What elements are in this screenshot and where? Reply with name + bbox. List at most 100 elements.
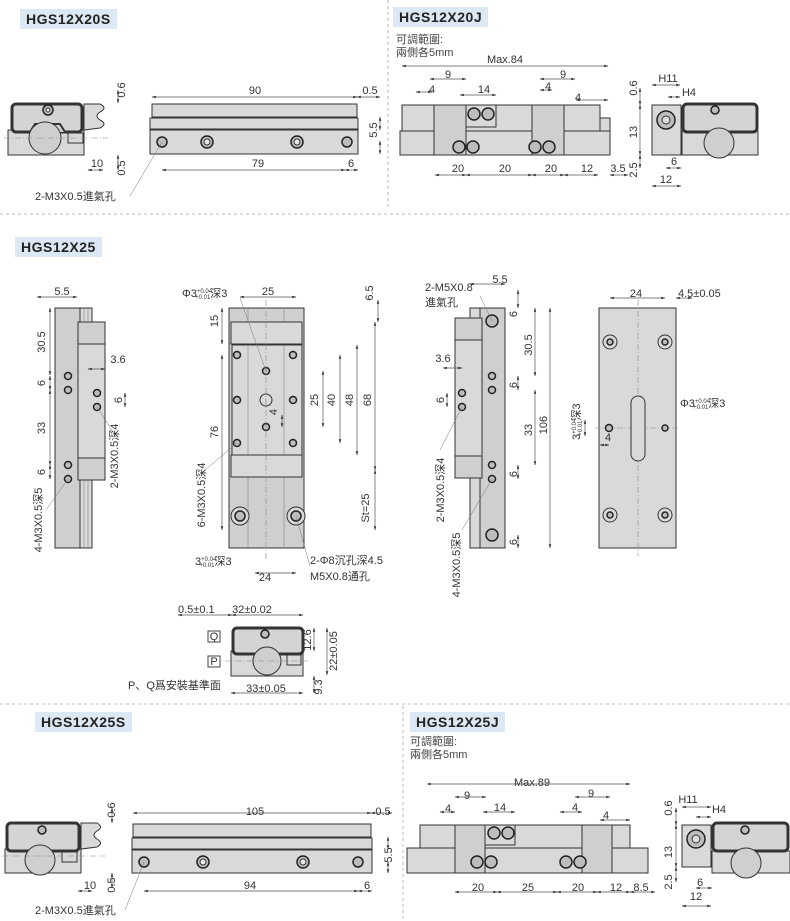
dimension-label: 106 [538, 416, 550, 434]
tolerance-size: Φ3 [182, 288, 197, 300]
hgs12x20s-side-view [129, 103, 359, 197]
dimension-label: 10 [91, 158, 103, 170]
title-hgs12x25s: HGS12X25S [35, 712, 132, 732]
dimension-label: 20 [499, 163, 511, 175]
dimension-label: 8.5 [633, 882, 648, 894]
hgs12x25-end-detail [225, 626, 310, 677]
tolerance-size: 3 [571, 434, 583, 440]
dimension-label: 4 [545, 81, 551, 93]
dimension-label: 33 [523, 424, 535, 436]
tolerance-tol-lower: +0.01 [195, 295, 211, 301]
adjust-range-note-25j: 可調範圍: 兩側各5mm [410, 736, 467, 762]
dimension-label: 0.5 [375, 806, 390, 818]
tolerance-callout: 3+0.04+0.01深3 [570, 403, 584, 440]
dimension-label: 0.5±0.1 [178, 604, 215, 616]
hgs12x25j-end-view [681, 821, 790, 879]
dimension-label: 9 [464, 790, 470, 802]
dimension-label: 4 [605, 432, 611, 444]
tolerance-depth: 深3 [215, 555, 232, 568]
dimension-label: 9 [445, 69, 451, 81]
hgs12x25-top-view [204, 297, 311, 567]
dimension-label: 20 [545, 163, 557, 175]
tolerance-tol-upper: +0.04 [572, 418, 578, 434]
dimension-label: 13 [663, 846, 675, 858]
dimension-label: 6.5 [364, 285, 376, 300]
dimension-label: 79 [252, 158, 264, 170]
tolerance-tol-upper: +0.04 [201, 557, 217, 563]
adjust-range-line2: 兩側各5mm [396, 47, 454, 59]
dimension-label: 6 [36, 380, 48, 386]
tolerance-callout: Φ3+0.04+0.01深3 [182, 287, 227, 301]
dimension-label: 5.5 [383, 847, 395, 862]
dimension-label: 3.5 [610, 163, 625, 175]
dimension-label: St=25 [360, 493, 372, 522]
dimension-label: 5.5 [368, 122, 380, 137]
dimension-label: 105 [246, 806, 264, 818]
adjust-range-line2: 兩側各5mm [410, 749, 468, 761]
tolerance-callout: 3+0.04+0.01深3 [195, 555, 232, 569]
title-hgs12x20s: HGS12X20S [20, 9, 117, 29]
dimension-label: 0.6 [116, 82, 128, 97]
dimension-label: 76 [209, 426, 221, 438]
tolerance-size: Φ3 [680, 398, 695, 410]
dimension-label: 4 [429, 84, 435, 96]
dimension-label: 14 [494, 802, 506, 814]
dimension-label: 9 [560, 69, 566, 81]
dimension-label: 0.5 [106, 877, 118, 892]
hgs12x25-bottom-view [595, 300, 680, 556]
dimension-label: 2.5 [663, 874, 675, 889]
dimension-label: 12 [660, 174, 672, 186]
hgs12x25j-side-view [406, 824, 649, 874]
dimension-label: 10 [84, 880, 96, 892]
dimension-label: 12 [610, 882, 622, 894]
dimension-label: 22±0.05 [328, 631, 340, 671]
tolerance-depth: 深3 [210, 287, 227, 300]
dimension-label: 3.6 [435, 353, 450, 365]
adjust-range-line1: 可調範圍: [410, 736, 458, 748]
dimension-label: 24 [259, 572, 271, 584]
dimension-label: 94 [244, 880, 256, 892]
dimension-label: 15 [209, 315, 221, 327]
dimension-label: 9 [588, 788, 594, 800]
title-hgs12x25: HGS12X25 [15, 237, 102, 257]
dimension-label: 25 [309, 394, 321, 406]
dimension-label: P [210, 656, 217, 668]
dimension-label: 4 [268, 409, 280, 415]
dimension-label: 0.6 [628, 80, 640, 95]
annotation-note: P、Q爲安裝基準面 [128, 678, 221, 692]
dimension-label: 24 [630, 288, 642, 300]
annotation-note: 4-M3X0.5深5 [450, 533, 463, 598]
dimension-label: 2.5 [628, 162, 640, 177]
dimension-label: 6 [508, 311, 520, 317]
tolerance-depth: 深3 [570, 403, 583, 420]
hgs12x25s-end-view [2, 821, 105, 876]
dimension-label: 6 [435, 397, 447, 403]
annotation-note: 2-M3X0.5深4 [434, 458, 447, 523]
hgs12x25s-side-view [124, 823, 373, 911]
title-hgs12x20j: HGS12X20J [393, 7, 489, 27]
dimension-label: 20 [572, 882, 584, 894]
annotation-note: 2-M5X0.8 [425, 282, 473, 294]
dimension-label: 32±0.02 [232, 604, 272, 616]
dimension-label: 6 [36, 469, 48, 475]
dimension-label: 68 [362, 394, 374, 406]
dimension-label: 14 [478, 84, 490, 96]
dimension-label: 90 [249, 85, 261, 97]
tolerance-depth: 深3 [708, 397, 725, 410]
dimension-label: 4 [572, 802, 578, 814]
dimension-label: 6 [508, 471, 520, 477]
hgs12x25-right-view [439, 295, 506, 549]
datum-box [207, 630, 221, 643]
dimension-label: Q [210, 631, 219, 643]
dimension-label: 6 [364, 880, 370, 892]
dimension-label: 25 [262, 286, 274, 298]
dimension-lines [36, 64, 713, 908]
dimension-label: 5.5 [54, 286, 69, 298]
dimension-label: 0.6 [663, 800, 675, 815]
annotation-note: 4-M3X0.5深5 [32, 488, 45, 553]
dimension-label: 12 [690, 891, 702, 903]
dimension-label: 3.6 [110, 354, 125, 366]
